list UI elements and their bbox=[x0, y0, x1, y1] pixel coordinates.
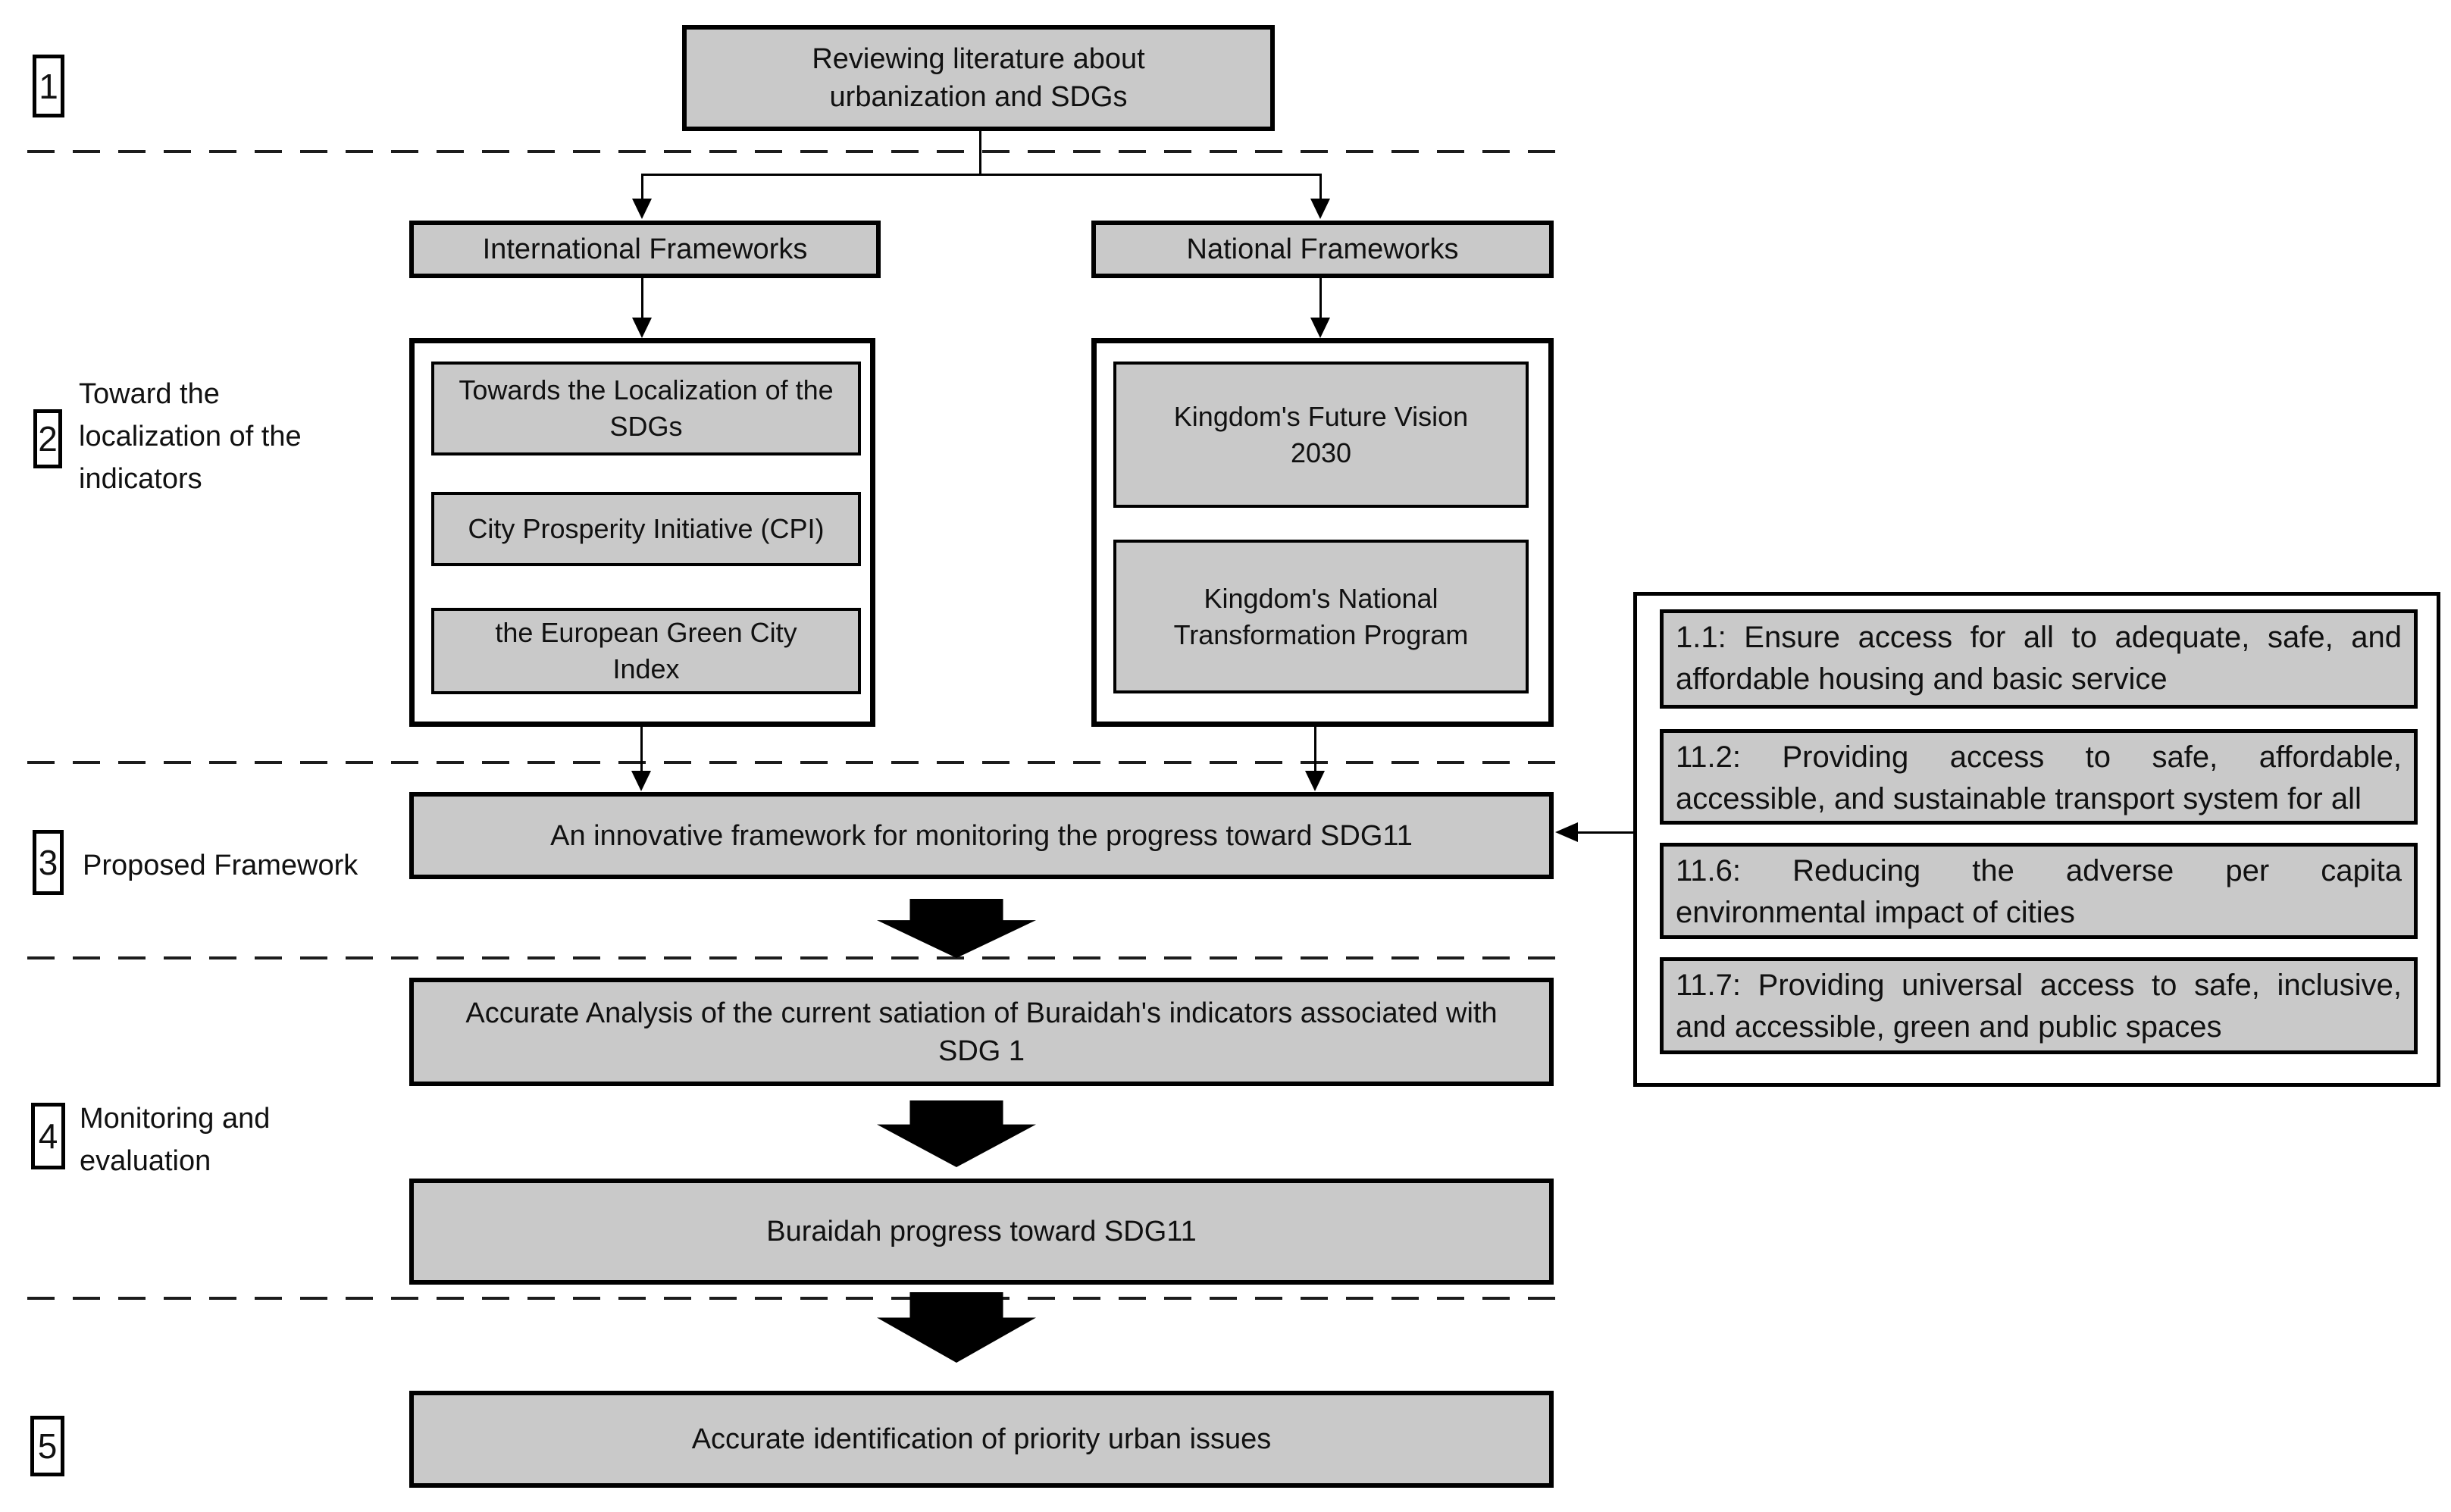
connector-national-drop bbox=[1319, 174, 1322, 202]
sdg-target-11-7-line1: 11.7: Providing universal access to safe… bbox=[1676, 969, 2402, 1002]
connector-sdg-panel bbox=[1576, 831, 1636, 834]
fat-arrow-3 bbox=[877, 1292, 1036, 1363]
literature-review-box: Reviewing literature about urbanization … bbox=[682, 25, 1275, 131]
step-4-label: Monitoring and evaluation bbox=[80, 1103, 271, 1177]
sdg-target-11-2-line1: 11.2: Providing access to safe, affordab… bbox=[1676, 740, 2402, 774]
connector-natl-header-down bbox=[1319, 278, 1322, 320]
intl-item-green-city-index: the European Green City Index bbox=[431, 608, 861, 694]
connector-intl-header-down bbox=[641, 278, 643, 320]
arrowhead-intl-container bbox=[632, 318, 652, 338]
connector-intl-to-proposed bbox=[640, 727, 643, 772]
sdg-target-1-1-line2: affordable housing and basic service bbox=[1676, 662, 2168, 696]
sdg-target-1-1-line1: 1.1: Ensure access for all to adequate, … bbox=[1676, 621, 2402, 654]
sdg-target-11-7-line2: and accessible, green and public spaces bbox=[1676, 1010, 2222, 1044]
dashed-separator-2 bbox=[27, 761, 1573, 764]
step-3-badge: 3 bbox=[33, 830, 64, 895]
arrowhead-natl-proposed bbox=[1305, 771, 1325, 791]
dashed-separator-4 bbox=[27, 1297, 1573, 1300]
sdg-target-11-6-line2: environmental impact of cities bbox=[1676, 896, 2075, 929]
natl-item-transformation-program: Kingdom's National Transformation Progra… bbox=[1113, 540, 1529, 693]
step-2-badge: 2 bbox=[33, 409, 62, 468]
step-3-label: Proposed Framework bbox=[83, 850, 358, 881]
national-frameworks-header: National Frameworks bbox=[1091, 221, 1554, 278]
arrowhead-international bbox=[632, 199, 652, 219]
proposed-framework-box: An innovative framework for monitoring t… bbox=[409, 792, 1554, 879]
fat-arrow-2 bbox=[877, 1100, 1036, 1167]
progress-box: Buraidah progress toward SDG11 bbox=[409, 1179, 1554, 1285]
step-1-badge: 1 bbox=[33, 55, 64, 117]
intl-item-localization-sdgs: Towards the Localization of the SDGs bbox=[431, 362, 861, 455]
connector-literature-stem bbox=[979, 131, 981, 174]
fat-arrow-1 bbox=[877, 899, 1036, 958]
connector-split-bar bbox=[642, 174, 1322, 176]
analysis-box: Accurate Analysis of the current satiati… bbox=[409, 978, 1554, 1086]
arrowhead-national bbox=[1310, 199, 1330, 219]
sdg-target-11-2: 11.2: Providing access to safe, affordab… bbox=[1660, 729, 2418, 825]
arrowhead-sdg-panel bbox=[1555, 822, 1578, 842]
connector-international-drop bbox=[641, 174, 643, 202]
sdg-target-1-1: 1.1: Ensure access for all to adequate, … bbox=[1660, 609, 2418, 709]
step-4-badge: 4 bbox=[31, 1103, 65, 1169]
sdg-target-11-6: 11.6: Reducing the adverse per capita en… bbox=[1660, 843, 2418, 939]
arrowhead-intl-proposed bbox=[631, 771, 651, 791]
sdg-target-11-7: 11.7: Providing universal access to safe… bbox=[1660, 957, 2418, 1054]
arrowhead-natl-container bbox=[1310, 318, 1330, 338]
dashed-separator-1 bbox=[27, 150, 1573, 153]
step-2-label: Toward the localization of the indicator… bbox=[79, 378, 302, 495]
sdg-target-11-2-line2: accessible, and sustainable transport sy… bbox=[1676, 782, 2362, 815]
step-5-badge: 5 bbox=[30, 1416, 64, 1476]
connector-natl-to-proposed bbox=[1314, 727, 1316, 772]
identification-box: Accurate identification of priority urba… bbox=[409, 1391, 1554, 1488]
sdg-target-11-6-line1: 11.6: Reducing the adverse per capita bbox=[1676, 854, 2402, 887]
dashed-separator-3 bbox=[27, 956, 1573, 959]
natl-item-vision-2030: Kingdom's Future Vision 2030 bbox=[1113, 362, 1529, 508]
intl-item-cpi: City Prosperity Initiative (CPI) bbox=[431, 492, 861, 566]
international-frameworks-header: International Frameworks bbox=[409, 221, 881, 278]
